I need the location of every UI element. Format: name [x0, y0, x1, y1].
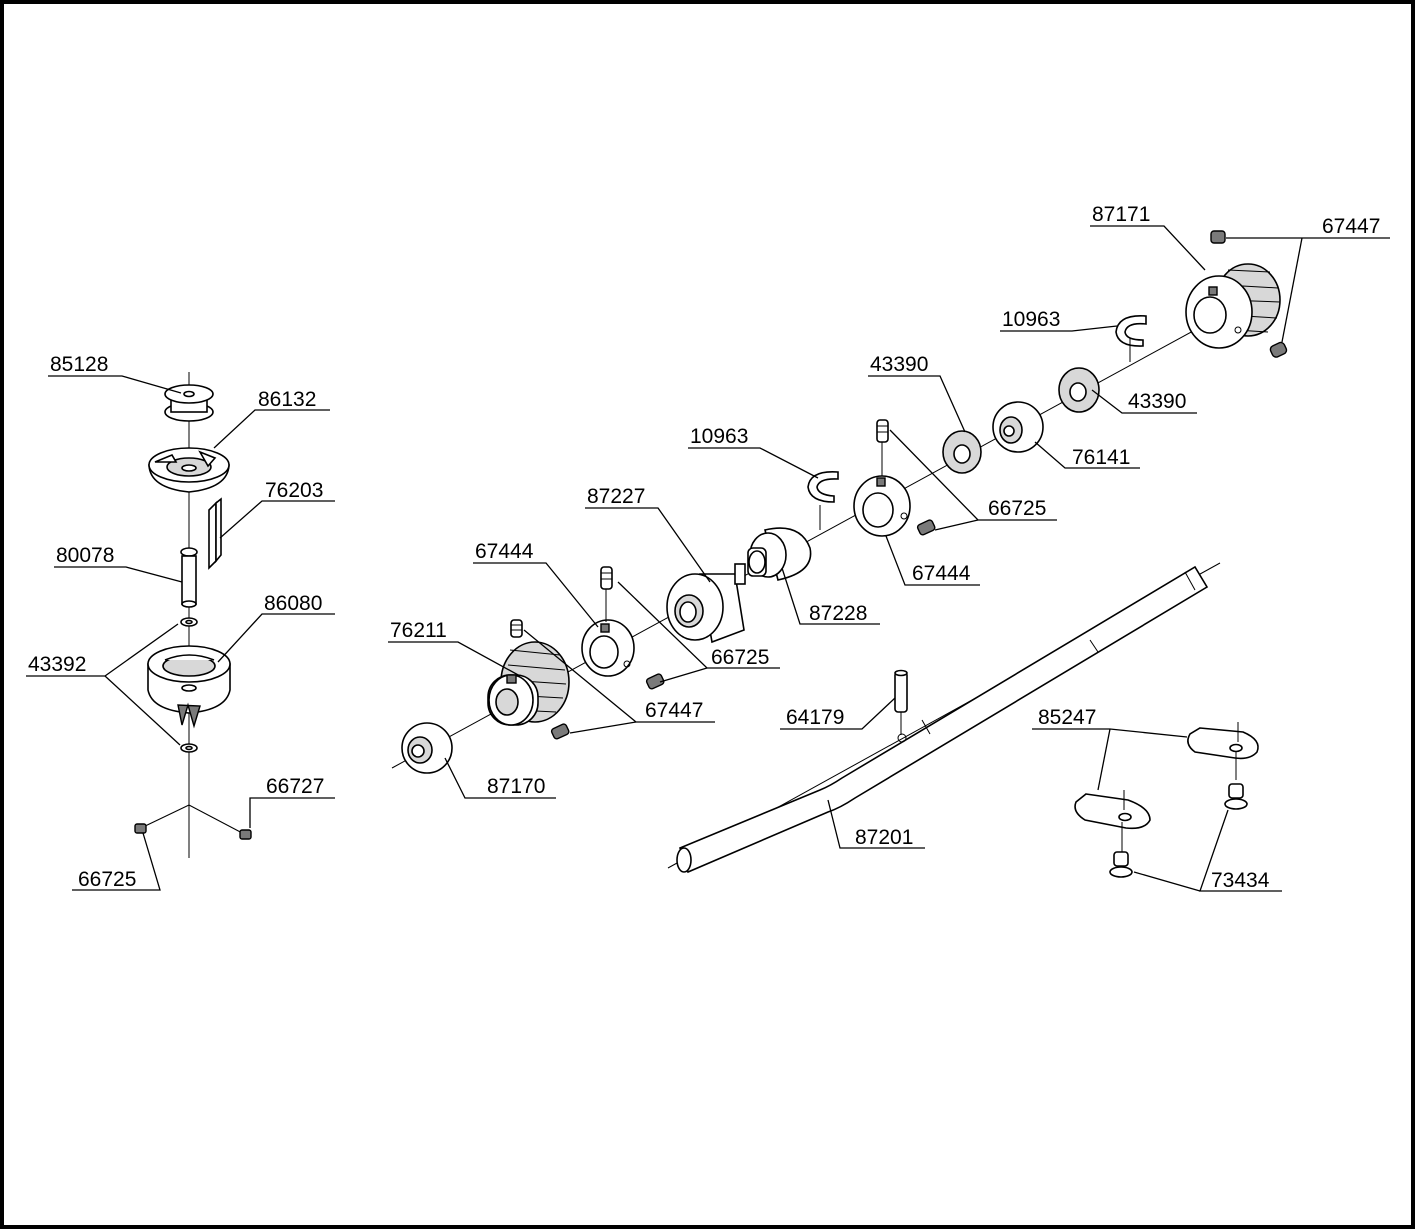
rotary-hook-86080 — [147, 645, 231, 729]
label-76203: 76203 — [265, 479, 323, 502]
label-66725-left: 66725 — [78, 868, 136, 891]
label-73434: 73434 — [1211, 869, 1270, 892]
set-screw-67447-gear-top — [510, 619, 523, 638]
set-screw-67447-gear-side — [550, 723, 570, 740]
bobbin-case-86132 — [148, 447, 230, 512]
label-64179: 64179 — [786, 706, 844, 729]
label-66725-collar-left: 66725 — [711, 646, 769, 669]
label-87228: 87228 — [809, 602, 867, 625]
bushing-87170 — [401, 722, 453, 774]
label-10963-right: 10963 — [1002, 308, 1060, 331]
label-43392: 43392 — [28, 653, 86, 676]
bobbin-85128 — [164, 384, 214, 422]
screw-73434-left — [1109, 851, 1133, 878]
washer-80078-top — [180, 547, 198, 557]
screw-73434-right — [1224, 783, 1248, 810]
label-67444-left: 67444 — [475, 540, 534, 563]
set-screw-66727 — [239, 829, 252, 840]
bushing-76141 — [992, 401, 1044, 453]
label-86080: 86080 — [264, 592, 322, 615]
label-76141: 76141 — [1072, 446, 1130, 469]
set-screw-66725-left — [134, 823, 147, 834]
plate-85247-right — [1187, 722, 1259, 780]
washer-43390-left — [942, 430, 982, 474]
plate-76203 — [208, 497, 222, 570]
set-screw-67447-pulley-top — [1210, 230, 1226, 244]
label-67447-pulley: 67447 — [1322, 215, 1380, 238]
label-43390-left: 43390 — [870, 353, 928, 376]
washer-43390-right — [1058, 367, 1100, 413]
part-number-labels: 85128 86132 76203 80078 86080 43392 6672… — [28, 203, 1380, 892]
e-clip-10963-right — [1115, 315, 1147, 362]
gear-76211 — [487, 641, 570, 726]
label-87171: 87171 — [1092, 203, 1150, 226]
label-85128: 85128 — [50, 353, 108, 376]
shaft-80078 — [181, 555, 197, 608]
hook-shaft-assembly — [391, 230, 1288, 774]
label-86132: 86132 — [258, 388, 316, 411]
label-10963-left: 10963 — [690, 425, 748, 448]
set-screw-67444-collar-left — [645, 673, 665, 690]
label-66725-collar-right: 66725 — [988, 497, 1046, 520]
label-76211: 76211 — [390, 619, 447, 642]
left-assembly — [134, 372, 252, 858]
shaft-87201 — [667, 562, 1221, 874]
label-67444-right: 67444 — [912, 562, 971, 585]
label-85247: 85247 — [1038, 706, 1096, 729]
label-87170: 87170 — [487, 775, 545, 798]
label-80078: 80078 — [56, 544, 114, 567]
pin-64179 — [894, 669, 908, 735]
leader-lines — [26, 225, 1390, 892]
set-screw-67447-pulley-side — [1269, 341, 1288, 358]
label-87201: 87201 — [855, 826, 913, 849]
plate-85247-left — [1074, 790, 1151, 852]
label-87227: 87227 — [587, 485, 645, 508]
collar-67444-right — [853, 475, 911, 537]
bushing-87227 — [666, 563, 746, 644]
set-screw-67444-collar-right — [916, 519, 936, 536]
bushing-87228 — [747, 527, 812, 581]
set-screw-66725-collar-right — [876, 419, 889, 476]
e-clip-10963-left — [807, 470, 839, 530]
collar-67444-left — [581, 619, 635, 677]
label-66727: 66727 — [266, 775, 324, 798]
label-43390-right: 43390 — [1128, 390, 1186, 413]
label-67447-gear: 67447 — [645, 699, 703, 722]
pulley-87171 — [1185, 263, 1281, 349]
set-screw-66725-collar-left — [600, 566, 613, 622]
